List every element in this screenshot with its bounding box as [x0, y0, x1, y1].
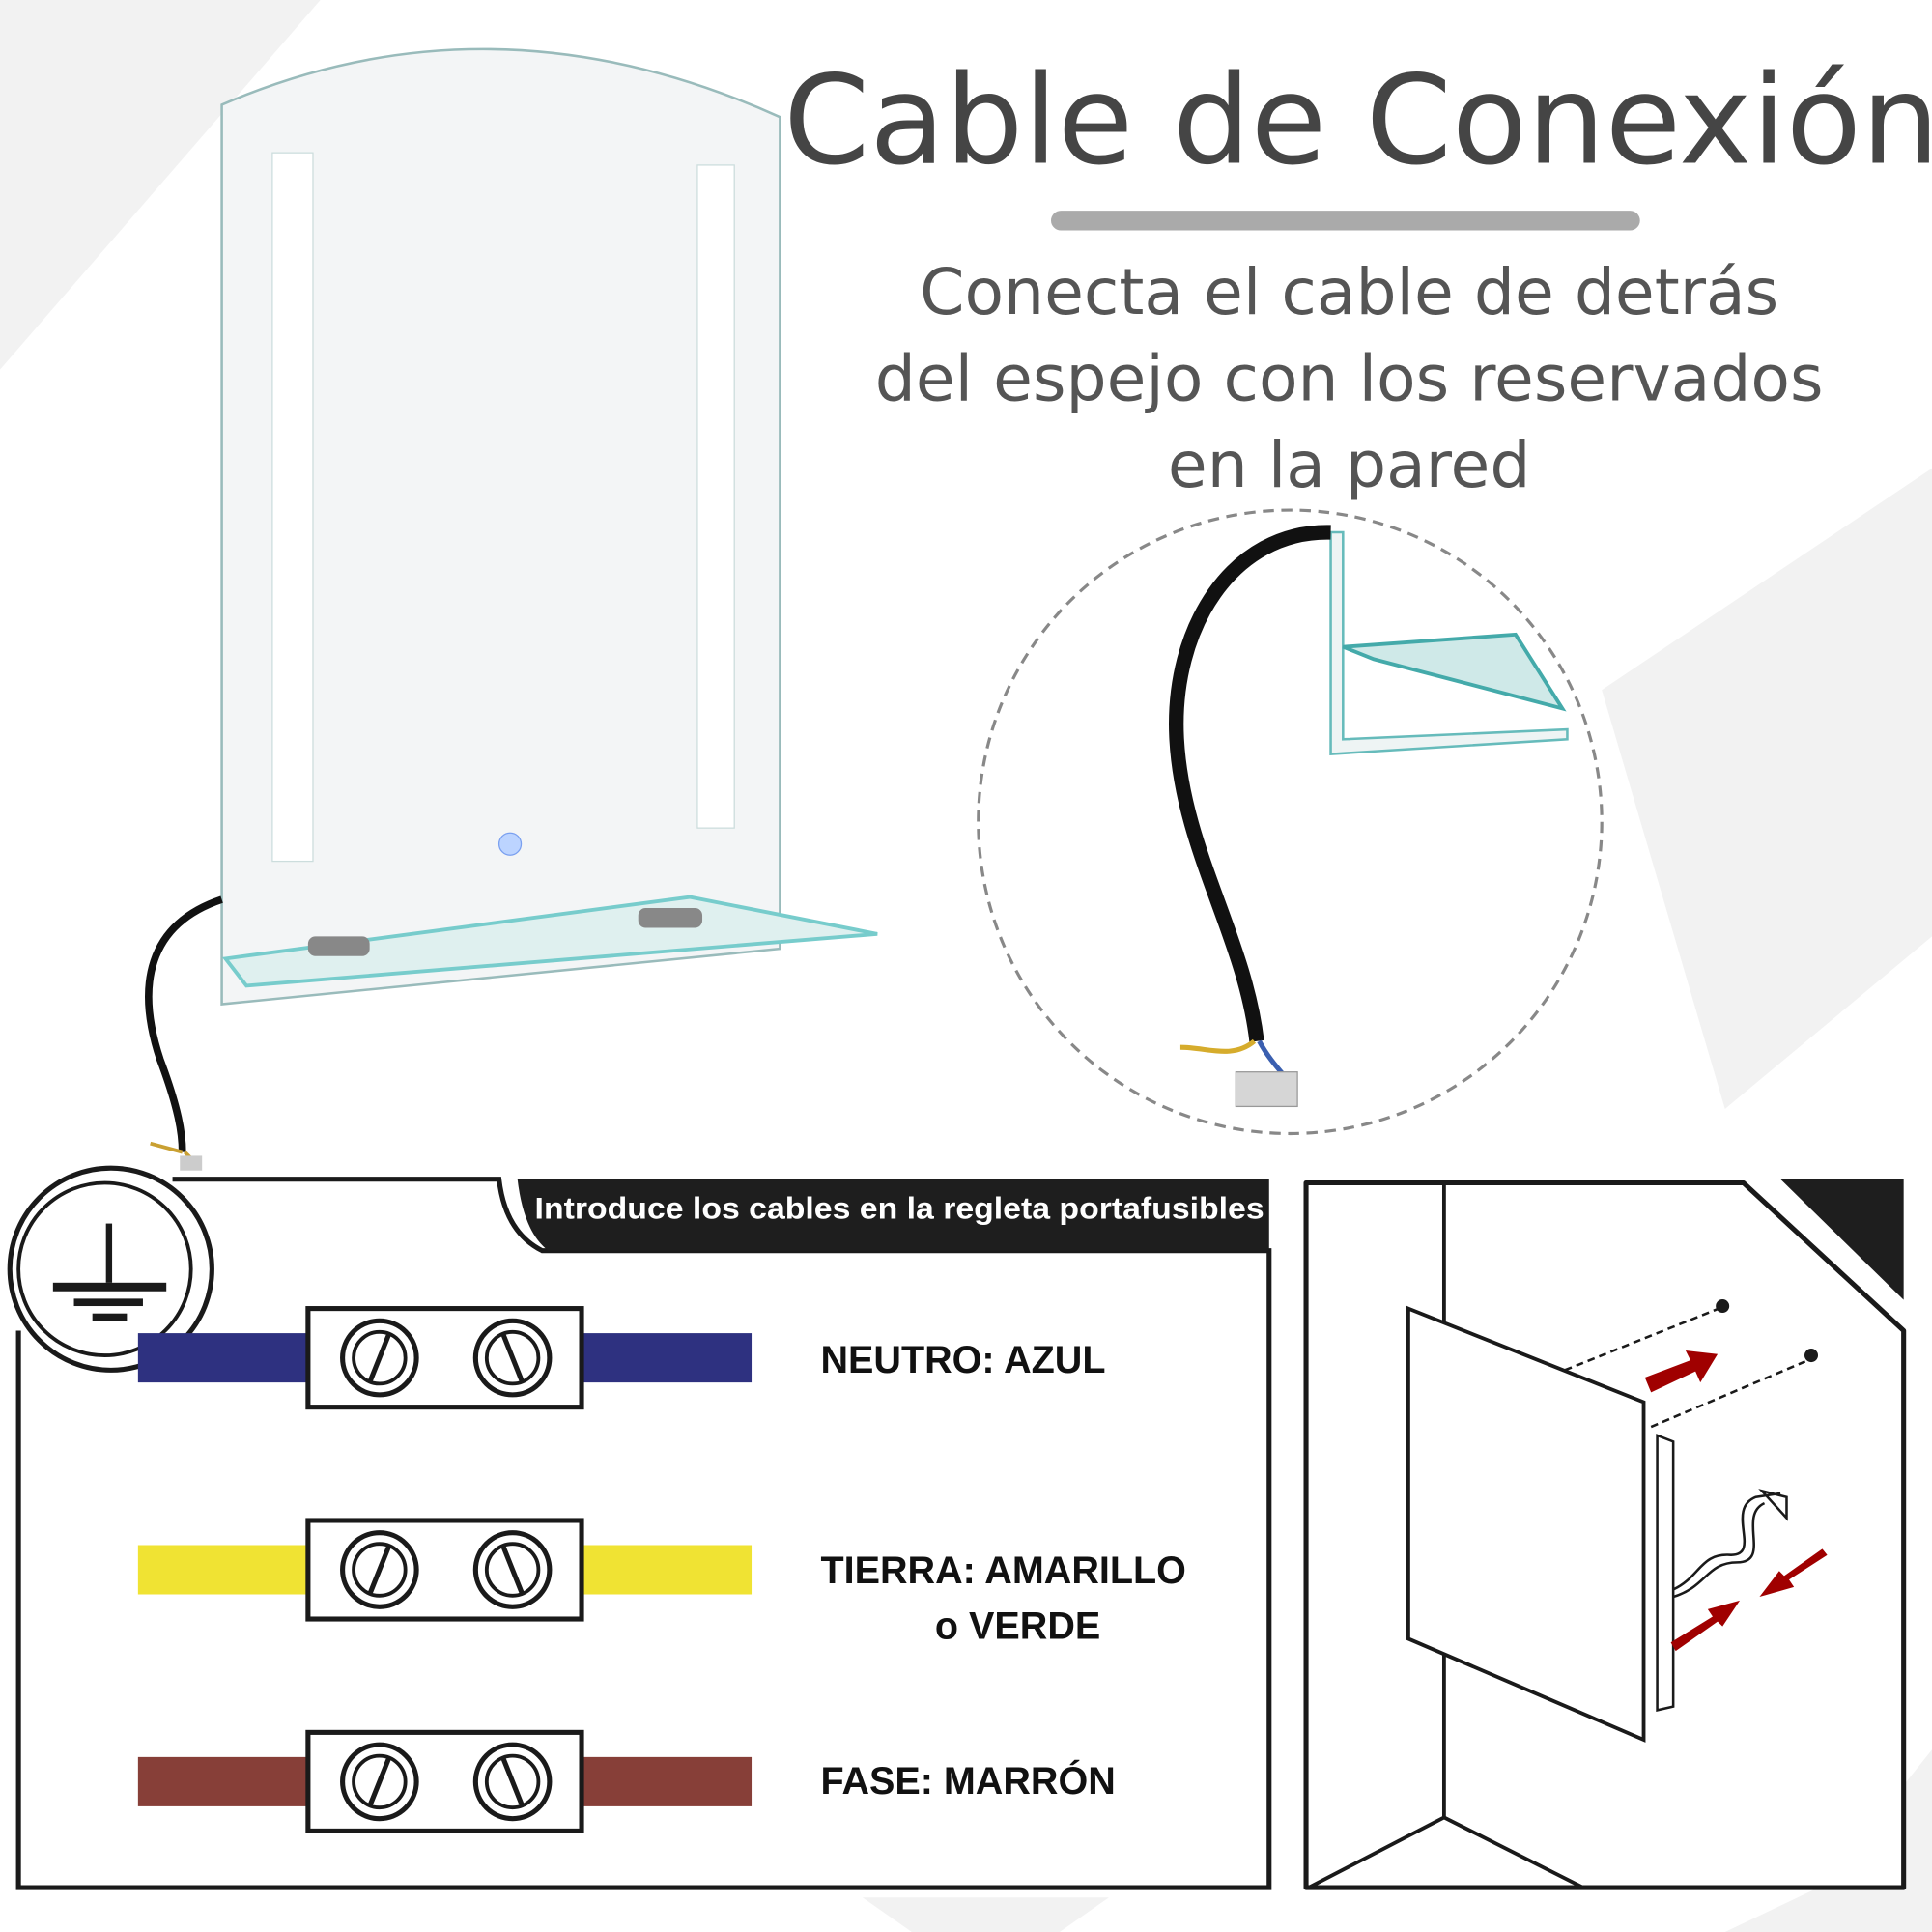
installation-diagram — [1303, 1179, 1907, 1890]
screw-head — [352, 1753, 408, 1810]
arrow-icons — [1644, 1350, 1828, 1652]
wall-screw-icon — [1716, 1299, 1730, 1314]
subtitle-line-3: en la pared — [1168, 427, 1530, 502]
led-strip-right — [696, 164, 735, 829]
screw-slot — [500, 1332, 526, 1384]
wall-screw-icon — [1804, 1349, 1819, 1363]
instruction-banner-text: Introduce los cables en la regleta porta… — [535, 1190, 1264, 1225]
screw-head — [484, 1542, 541, 1598]
wire-row — [137, 1729, 753, 1833]
glass-shelf — [221, 895, 878, 988]
ground-symbol-badge — [7, 1165, 214, 1373]
corner-triangle — [1780, 1179, 1904, 1300]
shelf-bracket — [638, 908, 703, 928]
ground-icon — [52, 1223, 167, 1321]
wire-label-earth-1: TIERRA: AMARILLO — [820, 1549, 1185, 1592]
wire-row — [137, 1306, 753, 1410]
screw-head — [352, 1542, 408, 1598]
subtitle-line-2: del espejo con los reservados — [875, 341, 1824, 416]
led-strip-left — [271, 152, 314, 863]
subtitle-line-1: Conecta el cable de detrás — [920, 254, 1778, 329]
instruction-banner — [517, 1179, 1269, 1251]
title-underline — [1051, 211, 1640, 231]
screw-slot — [500, 1755, 526, 1807]
wire-row — [137, 1518, 753, 1622]
screw-slot — [367, 1755, 392, 1807]
wire-label-earth-2: o VERDE — [935, 1605, 1100, 1647]
cable-detail-zoom — [977, 508, 1604, 1136]
screw-slot — [367, 1332, 392, 1384]
screw-slot — [500, 1544, 526, 1596]
wire-rows — [137, 1306, 753, 1833]
screw-slot — [367, 1544, 392, 1596]
page-title: Cable de Conexión — [783, 49, 1932, 192]
screw-head — [484, 1329, 541, 1386]
wire-label-neutral: NEUTRO: AZUL — [820, 1339, 1105, 1381]
wire-label-phase: FASE: MARRÓN — [820, 1760, 1115, 1803]
shelf-bracket — [307, 936, 370, 956]
screw-head — [484, 1753, 541, 1810]
mirror-illustration — [145, 47, 878, 1171]
screw-head — [352, 1329, 408, 1386]
touch-switch-icon — [497, 832, 523, 856]
